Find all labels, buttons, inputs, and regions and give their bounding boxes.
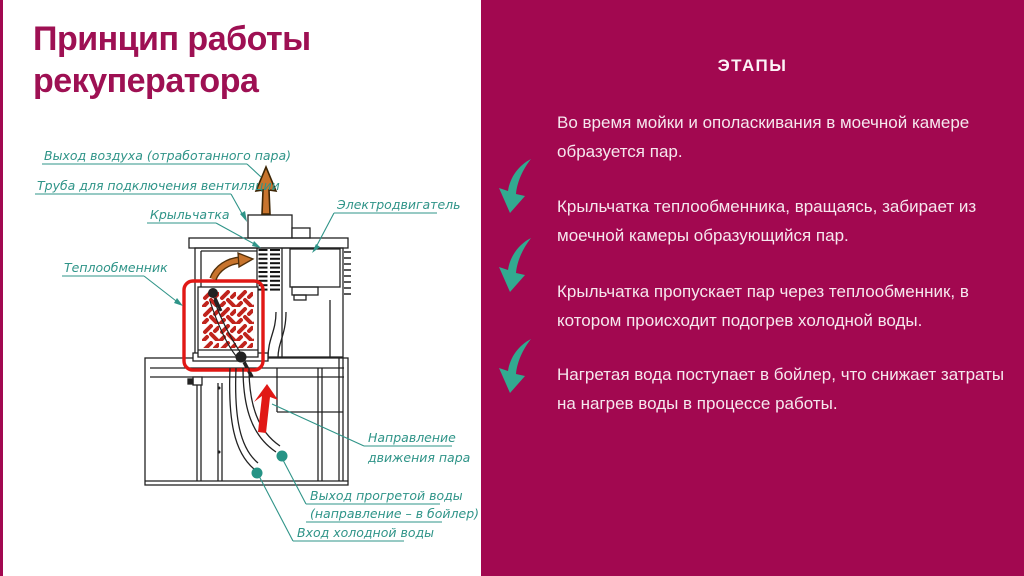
page-title-line2: рекуператора	[33, 62, 259, 100]
recuperator-diagram: Выход воздуха (отработанного пара) Труба…	[35, 148, 479, 542]
curved-down-arrow-icon	[499, 339, 531, 393]
steam-curved-arrow-icon	[209, 252, 255, 281]
page-title: Принцип работы рекуператора	[33, 18, 463, 102]
machine-outline	[144, 214, 351, 486]
label-warm-water-1: Выход прогретой воды	[310, 488, 463, 503]
label-steam-dir-2: движения пара	[367, 450, 470, 465]
label-impeller: Крыльчатка	[150, 207, 230, 222]
step-1: Во время мойки и ополаскивания в моечной…	[557, 113, 970, 161]
steps-panel: ЭТАПЫ Во время мойки и ополаскивания в м…	[481, 0, 1024, 576]
curved-down-arrow-icon	[499, 159, 531, 213]
label-warm-water-2: (направление – в бойлер)	[310, 506, 479, 521]
steam-direction-arrow	[254, 384, 278, 433]
warm-water-point	[276, 450, 288, 462]
page-title-line1: Принцип работы	[33, 20, 311, 58]
left-accent-strip	[0, 0, 3, 576]
curved-down-arrow-icon	[499, 238, 531, 292]
heat-exchanger-core	[197, 286, 259, 378]
step-4: Нагретая вода поступает в бойлер, что сн…	[557, 365, 1005, 413]
water-tubes	[229, 367, 281, 470]
leader-arrowheads	[174, 211, 320, 306]
label-vent-pipe: Труба для подключения вентиляции	[37, 178, 280, 193]
steps-heading: ЭТАПЫ	[717, 56, 788, 75]
heat-exchanger-highlight-frame	[182, 279, 265, 372]
label-cold-water: Вход холодной воды	[297, 525, 434, 540]
label-air-exit: Выход воздуха (отработанного пара)	[44, 148, 291, 163]
steam-up-arrow-icon	[254, 164, 278, 215]
label-motor: Электродвигатель	[336, 197, 461, 212]
step-3: Крыльчатка пропускает пар через теплообм…	[557, 282, 969, 330]
step-2: Крыльчатка теплообменника, вращаясь, заб…	[557, 197, 977, 245]
leader-lines	[35, 163, 452, 542]
impeller-blades	[258, 249, 282, 293]
cold-water-point	[251, 467, 263, 479]
label-heat-exchanger: Теплообменник	[64, 260, 168, 275]
label-steam-dir-1: Направление	[368, 430, 456, 445]
